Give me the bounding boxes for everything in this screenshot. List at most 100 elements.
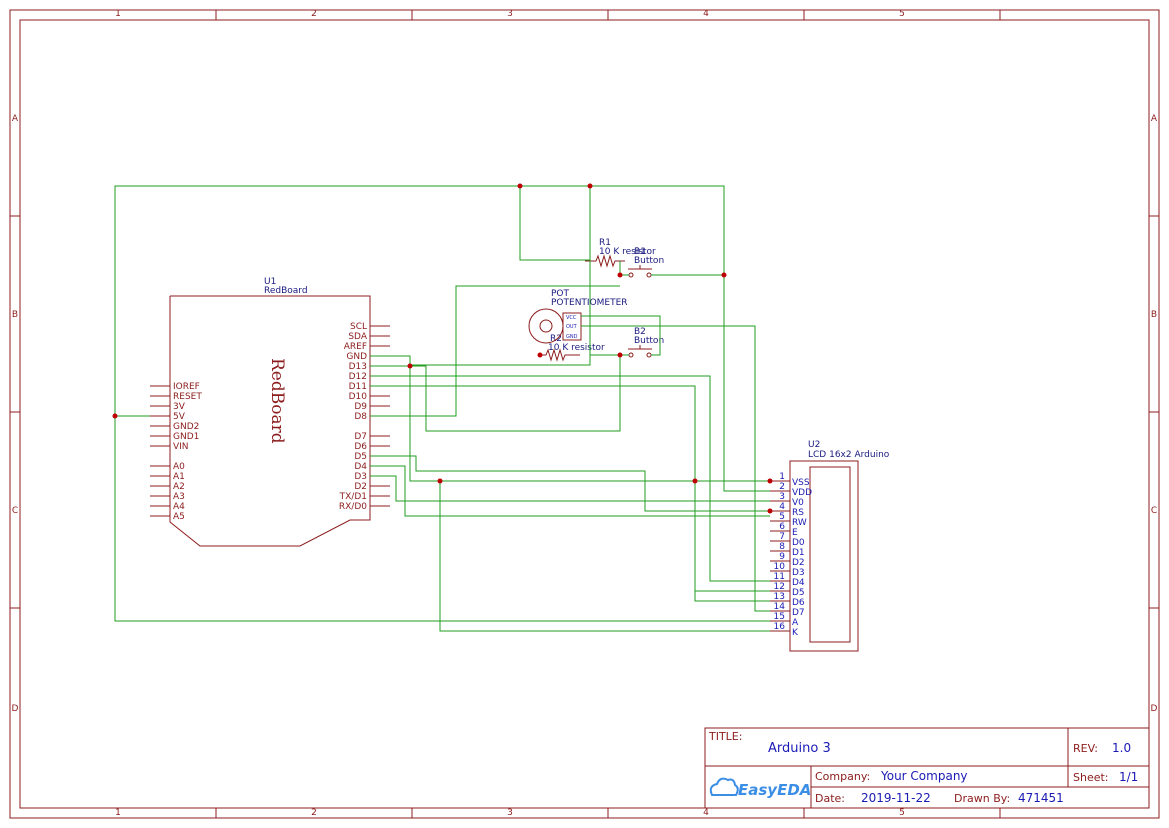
frame-col-label: 2 xyxy=(311,808,317,818)
company-value: Your Company xyxy=(880,769,968,783)
u1-pin-label: GND xyxy=(346,352,367,362)
u2-pin-label: D3 xyxy=(792,568,805,578)
u1-body-text: RedBoard xyxy=(267,358,287,444)
u2-pin-label: V0 xyxy=(792,498,804,508)
wire-b2-pot xyxy=(581,315,661,356)
u2-pin-number: 5 xyxy=(779,512,785,522)
u2-pin-number: 11 xyxy=(774,572,785,582)
u1-redboard[interactable]: U1 RedBoard RedBoard IOREFRESET3V5VGND2G… xyxy=(150,277,390,547)
u1-pin-label: D11 xyxy=(349,382,367,392)
u2-pin-number: 1 xyxy=(779,472,785,482)
u2-pin-label: VDD xyxy=(792,488,812,498)
u1-pin-label: A4 xyxy=(173,502,185,512)
u2-pin-label: E xyxy=(792,528,798,538)
r2-resistor[interactable]: R2 10 K resistor xyxy=(540,334,605,362)
u1-right-pins: SCLSDAAREFGNDD13D12D11D10D9D8D7D6D5D4D3D… xyxy=(339,322,390,512)
sheet-label: Sheet: xyxy=(1073,771,1109,784)
u1-pin-label: SDA xyxy=(348,332,367,342)
frame-col-label: 2 xyxy=(311,9,317,19)
title-label: TITLE: xyxy=(708,730,742,743)
b1-designator: B1 xyxy=(634,247,646,257)
easyeda-logo: EasyEDA xyxy=(709,777,811,799)
u2-pin-number: 15 xyxy=(774,612,785,622)
u1-pin-label: A3 xyxy=(173,492,185,502)
u1-pin-label: RX/D0 xyxy=(339,502,367,512)
wire-d12 xyxy=(370,375,770,582)
u1-pin-label: SCL xyxy=(350,322,367,332)
date-value: 2019-11-22 xyxy=(861,791,931,805)
u1-pin-label: D12 xyxy=(349,372,367,382)
u1-pin-label: D4 xyxy=(354,462,367,472)
wire-5v-a xyxy=(114,416,770,622)
r1-resistor[interactable]: R1 10 K resistor xyxy=(585,238,656,268)
rev-value: 1.0 xyxy=(1112,741,1131,755)
frame-col-label: 4 xyxy=(703,9,709,19)
u1-designator: U1 xyxy=(264,277,276,287)
u1-pin-label: D7 xyxy=(354,432,367,442)
u2-pin-label: RW xyxy=(792,518,807,528)
u2-pin-number: 8 xyxy=(779,542,785,552)
u1-name: RedBoard xyxy=(264,286,308,296)
frame-col-label: 1 xyxy=(115,808,121,818)
u1-pin-label: D2 xyxy=(354,482,367,492)
wire-vcc-r2 xyxy=(410,186,591,366)
u1-pin-label: D6 xyxy=(354,442,367,452)
frame-row-label: A xyxy=(1151,114,1158,124)
r2-value: 10 K resistor xyxy=(548,343,605,353)
u2-pin-label: D7 xyxy=(792,608,805,618)
b1-value: Button xyxy=(634,256,664,266)
u1-pin-label: A5 xyxy=(173,512,185,522)
u2-lcd[interactable]: U2 LCD 16x2 Arduino 1VSS2VDD3V04RS5RW6E7… xyxy=(770,440,890,652)
u1-pin-label: IOREF xyxy=(173,382,200,392)
u2-pin-label: D6 xyxy=(792,598,805,608)
u2-pin-label: D2 xyxy=(792,558,805,568)
b2-button[interactable]: B2 Button xyxy=(628,327,664,358)
u2-pin-number: 3 xyxy=(779,492,785,502)
wire-gnd-k xyxy=(439,481,770,632)
u1-pin-label: VIN xyxy=(173,442,189,452)
u1-pin-label: GND2 xyxy=(173,422,199,432)
u1-pin-label: A0 xyxy=(173,462,185,472)
u1-pin-label: D9 xyxy=(354,402,367,412)
u1-pin-label: AREF xyxy=(344,342,367,352)
wires xyxy=(114,185,770,632)
wire-d3 xyxy=(370,475,770,502)
drawn-value: 471451 xyxy=(1018,791,1064,805)
pot-pin-gnd: GND xyxy=(566,334,578,340)
u1-pin-label: 3V xyxy=(173,402,186,412)
frame-row-label: C xyxy=(1151,506,1157,516)
u2-pin-label: D0 xyxy=(792,538,805,548)
u2-pin-number: 9 xyxy=(779,552,785,562)
wire-d5 xyxy=(370,455,770,512)
drawn-label: Drawn By: xyxy=(954,792,1010,805)
u1-pin-label: D10 xyxy=(349,392,368,402)
rev-label: REV: xyxy=(1073,742,1098,755)
title-value: Arduino 3 xyxy=(768,741,831,756)
frame-col-label: 3 xyxy=(507,808,513,818)
wire-d8 xyxy=(370,285,620,417)
wire-d4 xyxy=(370,465,770,517)
u1-pin-label: A2 xyxy=(173,482,185,492)
pot-pin-vcc: VCC xyxy=(566,315,577,321)
pot-value: POTENTIOMETER xyxy=(551,298,628,308)
u1-pin-label: D5 xyxy=(354,452,367,462)
frame-row-label: D xyxy=(1151,704,1158,714)
b2-value: Button xyxy=(634,336,664,346)
u2-pin-number: 16 xyxy=(774,622,786,632)
u2-pin-label: A xyxy=(792,618,799,628)
wire-vcc-r1 xyxy=(519,186,590,261)
u2-pin-number: 6 xyxy=(779,522,785,532)
r1-designator: R1 xyxy=(599,238,611,248)
u2-pin-number: 10 xyxy=(774,562,786,572)
u2-pin-label: D1 xyxy=(792,548,805,558)
wire-5v-vdd xyxy=(114,185,770,492)
r1-value: 10 K resistor xyxy=(599,247,656,257)
u2-pin-label: K xyxy=(792,628,799,638)
b2-designator: B2 xyxy=(634,327,646,337)
u1-pin-label: D13 xyxy=(349,362,367,372)
u2-pin-label: D5 xyxy=(792,588,805,598)
u2-pin-number: 7 xyxy=(779,532,785,542)
cloud-icon xyxy=(709,777,739,796)
